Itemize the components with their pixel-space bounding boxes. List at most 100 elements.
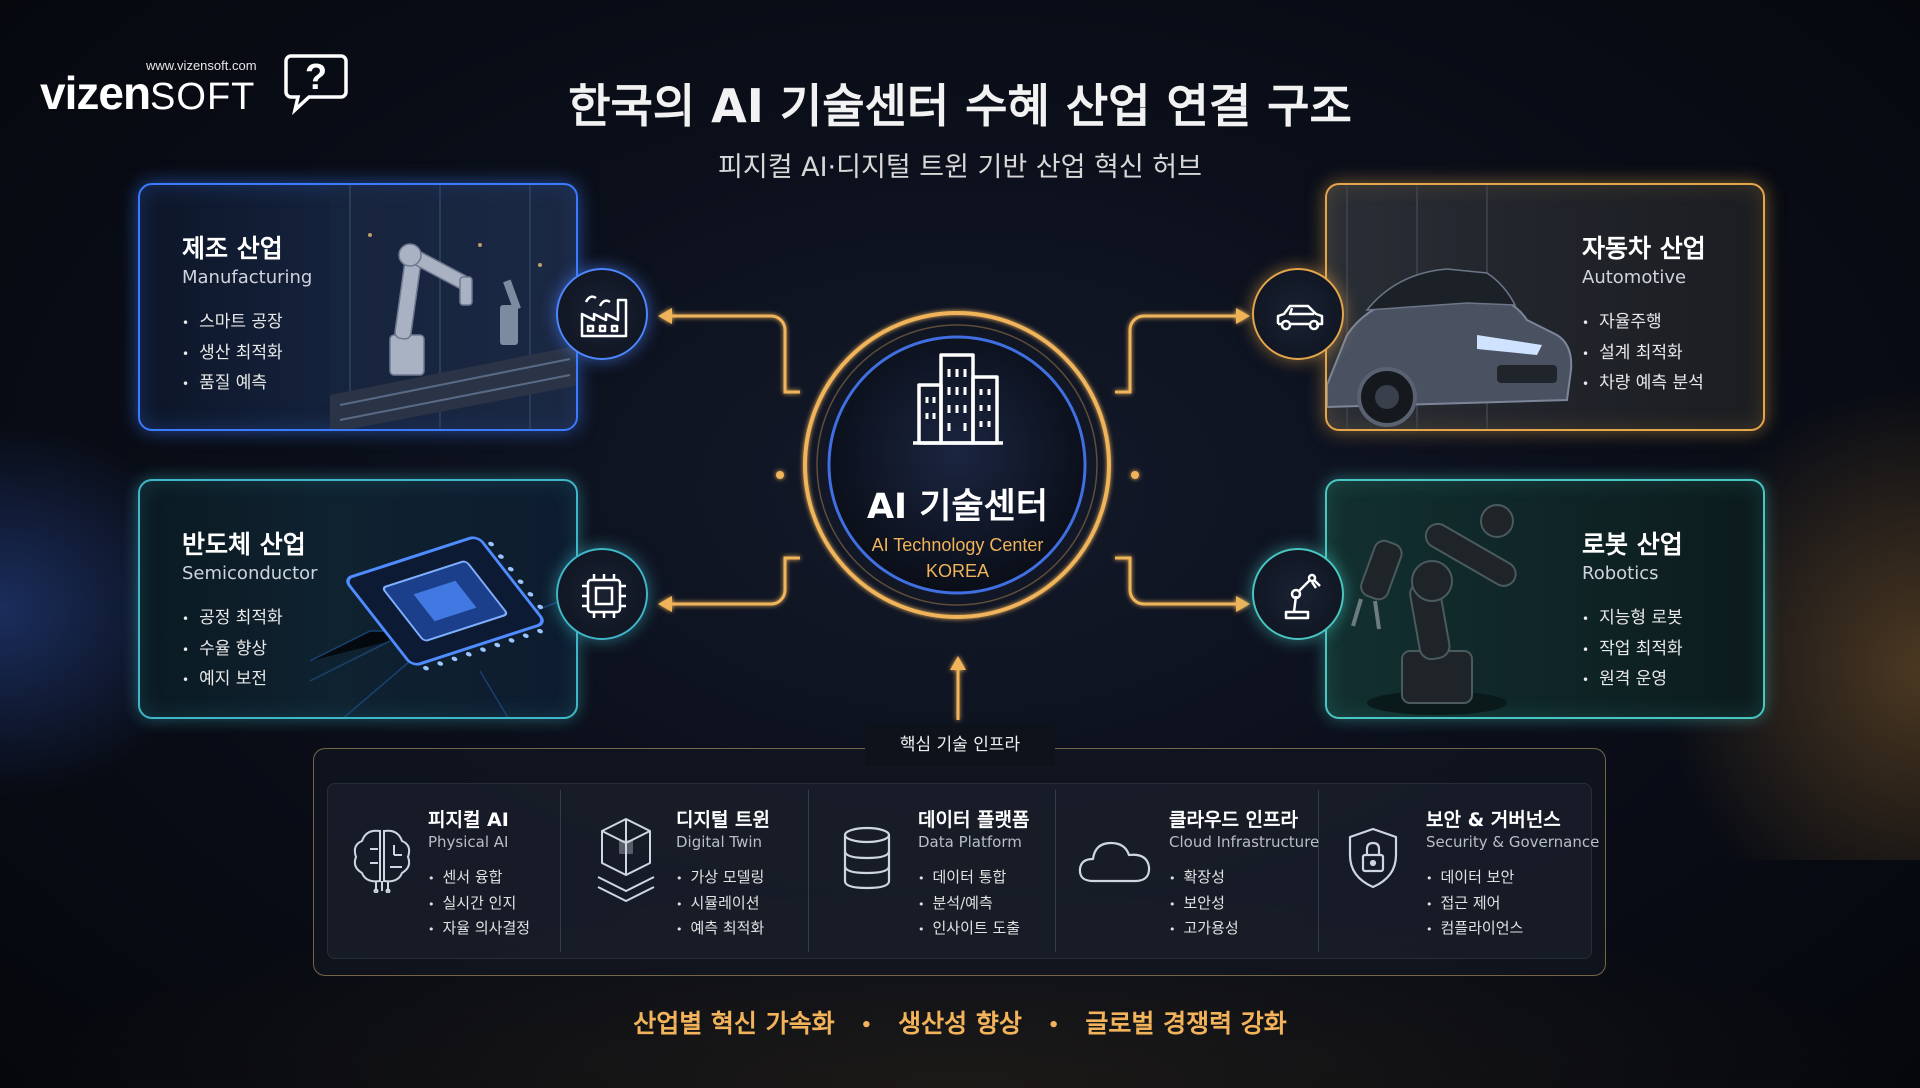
divider — [560, 790, 561, 952]
semiconductor-title: 반도체 산업 — [182, 525, 306, 561]
cloud-icon — [1077, 835, 1153, 885]
chip-image — [310, 481, 578, 719]
arrow-robotics — [1236, 596, 1250, 612]
list-item: 생산 최적화 — [182, 338, 283, 369]
list-item: 작업 최적화 — [1582, 634, 1683, 665]
shield-lock-icon — [1346, 825, 1400, 891]
digital-twin-title-en: Digital Twin — [676, 833, 762, 851]
footer-item: 산업별 혁신 가속화 — [633, 1004, 834, 1040]
arrow-automotive — [1236, 308, 1250, 324]
infra-item-cloud[interactable]: 클라우드 인프라 Cloud Infrastructure 확장성 보안성 고가… — [1075, 783, 1315, 959]
footer-separator: • — [1048, 1015, 1060, 1036]
robot-arm-image — [1347, 481, 1577, 719]
robotics-title-en: Robotics — [1582, 563, 1658, 584]
footer-item: 글로벌 경쟁력 강화 — [1085, 1004, 1286, 1040]
list-item: 시뮬레이션 — [676, 891, 764, 917]
list-item: 수율 향상 — [182, 634, 283, 665]
digital-twin-title: 디지털 트윈 — [676, 805, 770, 832]
footer-separator: • — [861, 1015, 873, 1036]
hub-subtitle-en: AI Technology Center — [795, 535, 1120, 556]
arrow-manufacturing — [658, 308, 672, 324]
automotive-list: 자율주행 설계 최적화 차량 예측 분석 — [1582, 307, 1704, 399]
semiconductor-title-en: Semiconductor — [182, 563, 318, 584]
physical-ai-title-en: Physical AI — [428, 833, 508, 851]
data-platform-title: 데이터 플랫폼 — [918, 805, 1030, 832]
physical-ai-list: 센서 융합 실시간 인지 자율 의사결정 — [428, 865, 530, 942]
list-item: 컴플라이언스 — [1426, 916, 1523, 942]
card-automotive[interactable]: 자동차 산업 Automotive 자율주행 설계 최적화 차량 예측 분석 — [1325, 183, 1765, 431]
car-icon — [1272, 288, 1328, 344]
connector-robotics — [1115, 558, 1242, 604]
chip-icon — [576, 568, 632, 624]
list-item: 실시간 인지 — [428, 891, 530, 917]
car-image — [1327, 185, 1577, 431]
data-platform-title-en: Data Platform — [918, 833, 1022, 851]
security-title-en: Security & Governance — [1426, 833, 1599, 851]
infra-item-digital-twin[interactable]: 디지털 트윈 Digital Twin 가상 모델링 시뮬레이션 예측 최적화 — [590, 783, 805, 959]
list-item: 예지 보전 — [182, 664, 283, 695]
list-item: 인사이트 도출 — [918, 916, 1020, 942]
manufacturing-list: 스마트 공장 생산 최적화 품질 예측 — [182, 307, 283, 399]
list-item: 확장성 — [1169, 865, 1239, 891]
connector-manufacturing — [666, 316, 800, 392]
node-manufacturing[interactable] — [556, 268, 648, 360]
card-manufacturing[interactable]: 제조 산업 Manufacturing 스마트 공장 생산 최적화 품질 예측 — [138, 183, 578, 431]
semiconductor-list: 공정 최적화 수율 향상 예지 보전 — [182, 603, 283, 695]
manufacturing-title-en: Manufacturing — [182, 267, 312, 288]
factory-icon — [576, 288, 632, 344]
hub-subtitle-country: KOREA — [795, 561, 1120, 582]
divider — [1055, 790, 1056, 952]
card-semiconductor[interactable]: 반도체 산업 Semiconductor 공정 최적화 수율 향상 예지 보전 — [138, 479, 578, 719]
connector-semiconductor — [666, 558, 800, 604]
list-item: 센서 융합 — [428, 865, 530, 891]
robot-arm-icon — [1272, 568, 1328, 624]
robotics-title: 로봇 산업 — [1582, 525, 1683, 561]
list-item: 고가용성 — [1169, 916, 1239, 942]
list-item: 접근 제어 — [1426, 891, 1523, 917]
list-item: 분석/예측 — [918, 891, 1020, 917]
automotive-title-en: Automotive — [1582, 267, 1686, 288]
cloud-list: 확장성 보안성 고가용성 — [1169, 865, 1239, 942]
list-item: 지능형 로봇 — [1582, 603, 1683, 634]
security-list: 데이터 보안 접근 제어 컴플라이언스 — [1426, 865, 1523, 942]
infra-item-physical-ai[interactable]: 피지컬 AI Physical AI 센서 융합 실시간 인지 자율 의사결정 — [340, 783, 555, 959]
arrow-semiconductor — [658, 596, 672, 612]
security-title: 보안 & 거버넌스 — [1426, 805, 1561, 832]
brain-circuit-icon — [350, 823, 414, 893]
cloud-title: 클라우드 인프라 — [1169, 805, 1298, 832]
node-semiconductor[interactable] — [556, 548, 648, 640]
hub-left-dot — [776, 471, 784, 479]
database-icon — [840, 825, 894, 891]
robotics-list: 지능형 로봇 작업 최적화 원격 운영 — [1582, 603, 1683, 695]
list-item: 보안성 — [1169, 891, 1239, 917]
hub-title: AI 기술센터 — [795, 478, 1120, 529]
infra-label: 핵심 기술 인프라 — [865, 724, 1055, 766]
infra-item-security[interactable]: 보안 & 거버넌스 Security & Governance 데이터 보안 접… — [1340, 783, 1590, 959]
list-item: 데이터 통합 — [918, 865, 1020, 891]
list-item: 가상 모델링 — [676, 865, 764, 891]
list-item: 설계 최적화 — [1582, 338, 1704, 369]
infra-item-data-platform[interactable]: 데이터 플랫폼 Data Platform 데이터 통합 분석/예측 인사이트 … — [838, 783, 1053, 959]
card-robotics[interactable]: 로봇 산업 Robotics 지능형 로봇 작업 최적화 원격 운영 — [1325, 479, 1765, 719]
footer-tagline: 산업별 혁신 가속화 • 생산성 향상 • 글로벌 경쟁력 강화 — [0, 1004, 1920, 1040]
list-item: 차량 예측 분석 — [1582, 368, 1704, 399]
list-item: 예측 최적화 — [676, 916, 764, 942]
connector-automotive — [1115, 316, 1242, 392]
manufacturing-title: 제조 산업 — [182, 229, 283, 265]
hub-right-dot — [1131, 471, 1139, 479]
physical-ai-title: 피지컬 AI — [428, 805, 509, 832]
arrow-infra — [950, 656, 966, 670]
list-item: 공정 최적화 — [182, 603, 283, 634]
list-item: 품질 예측 — [182, 368, 283, 399]
cube-layers-icon — [590, 813, 662, 905]
list-item: 스마트 공장 — [182, 307, 283, 338]
list-item: 원격 운영 — [1582, 664, 1683, 695]
list-item: 데이터 보안 — [1426, 865, 1523, 891]
footer-item: 생산성 향상 — [898, 1004, 1022, 1040]
node-robotics[interactable] — [1252, 548, 1344, 640]
list-item: 자율 의사결정 — [428, 916, 530, 942]
divider — [1318, 790, 1319, 952]
node-automotive[interactable] — [1252, 268, 1344, 360]
list-item: 자율주행 — [1582, 307, 1704, 338]
data-platform-list: 데이터 통합 분석/예측 인사이트 도출 — [918, 865, 1020, 942]
